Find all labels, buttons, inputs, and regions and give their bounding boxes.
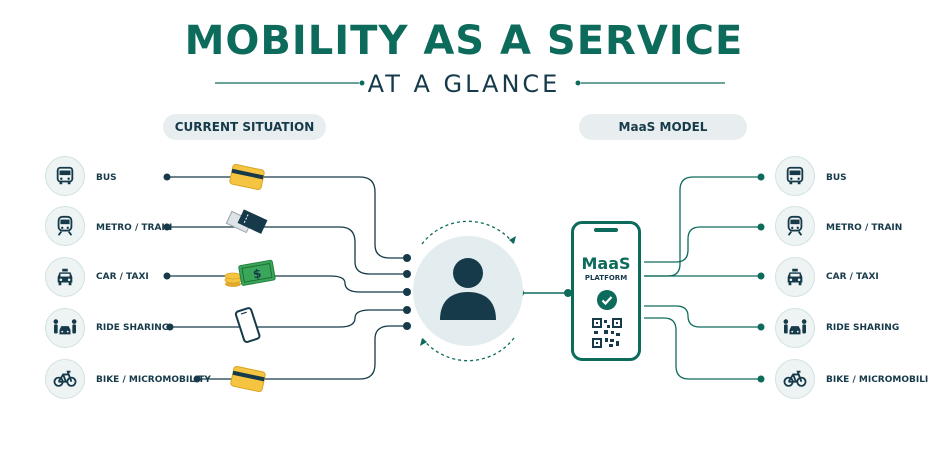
current-situation-label: CURRENT SITUATION xyxy=(163,114,326,140)
mode-label-bike-right: BIKE / MICROMOBILITY xyxy=(826,375,928,385)
mode-label-bus: BUS xyxy=(96,173,117,183)
bike-icon xyxy=(45,359,85,399)
user-avatar xyxy=(413,236,523,346)
dot-train-start xyxy=(163,223,171,231)
dot-hub-5 xyxy=(403,322,411,330)
mode-label-ridesharing-right: RIDE SHARING xyxy=(826,323,900,333)
connector-bus-left xyxy=(167,176,407,259)
mode-label-ridesharing: RIDE SHARING xyxy=(96,323,170,333)
cycle-arc-top xyxy=(421,220,515,245)
platform-title: MaaS xyxy=(581,254,631,273)
svg-text:$: $ xyxy=(252,266,263,281)
connector-bus-right xyxy=(644,176,761,277)
connector-ridesharing-right xyxy=(644,305,761,328)
phone-notch xyxy=(594,228,618,232)
dot-hub-2 xyxy=(403,270,411,278)
dot-ridesharing-start xyxy=(166,323,174,331)
dot-bus-end xyxy=(757,173,765,181)
dot-bus-start xyxy=(163,173,171,181)
cycle-arrow-bottom xyxy=(420,338,427,346)
connector-train-left xyxy=(167,226,407,275)
dot-taxi-end xyxy=(757,272,765,280)
taxi-icon xyxy=(45,257,85,297)
mode-label-taxi-right: CAR / TAXI xyxy=(826,272,879,282)
dot-hub-3 xyxy=(403,288,411,296)
train-icon xyxy=(45,206,85,246)
ticket-icon xyxy=(225,209,268,234)
platform-subtitle: PLATFORM xyxy=(584,274,628,282)
mode-label-train: METRO / TRAIN xyxy=(96,223,173,233)
dot-platform-in xyxy=(564,289,572,297)
user-icon xyxy=(440,258,496,320)
maas-model-label: MaaS MODEL xyxy=(579,114,747,140)
bike-icon xyxy=(775,359,815,399)
subtitle-text: AT A GLANCE xyxy=(367,70,561,98)
qr-code-icon xyxy=(592,318,622,348)
taxi-icon xyxy=(775,257,815,297)
cash-icon: $ xyxy=(224,259,276,287)
connector-bike-right xyxy=(644,317,761,380)
cycle-arc-bottom xyxy=(421,337,515,362)
connector-ridesharing-left xyxy=(170,309,407,328)
check-icon xyxy=(597,290,617,310)
mode-label-bus-right: BUS xyxy=(826,173,847,183)
connector-bike-left xyxy=(197,325,407,380)
card-icon xyxy=(230,365,266,393)
bus-icon xyxy=(45,156,85,196)
maas-platform-phone: MaaS PLATFORM xyxy=(571,221,641,361)
dot-taxi-start xyxy=(163,272,171,280)
dot-ridesharing-end xyxy=(757,323,765,331)
dot-bike-start xyxy=(193,375,201,383)
connector-train-right xyxy=(644,226,761,263)
page-subtitle: AT A GLANCE xyxy=(0,70,928,98)
dot-hub-4 xyxy=(403,306,411,314)
page-title: MOBILITY AS A SERVICE xyxy=(184,18,744,64)
ride-sharing-icon xyxy=(45,308,85,348)
subtitle-divider-left xyxy=(215,80,365,86)
smartphone-icon xyxy=(234,307,261,343)
bus-icon xyxy=(775,156,815,196)
train-icon xyxy=(775,206,815,246)
ride-sharing-icon xyxy=(775,308,815,348)
mode-label-bike: BIKE / MICROMOBILITY xyxy=(96,375,211,385)
connector-taxi-left xyxy=(167,275,407,293)
dot-hub-1 xyxy=(403,254,411,262)
mode-label-train-right: METRO / TRAIN xyxy=(826,223,903,233)
dot-train-end xyxy=(757,223,765,231)
subtitle-divider-right xyxy=(575,80,725,86)
card-icon xyxy=(229,163,265,191)
dot-bike-end xyxy=(757,375,765,383)
cycle-arrow-top xyxy=(509,236,516,244)
mode-label-taxi: CAR / TAXI xyxy=(96,272,149,282)
